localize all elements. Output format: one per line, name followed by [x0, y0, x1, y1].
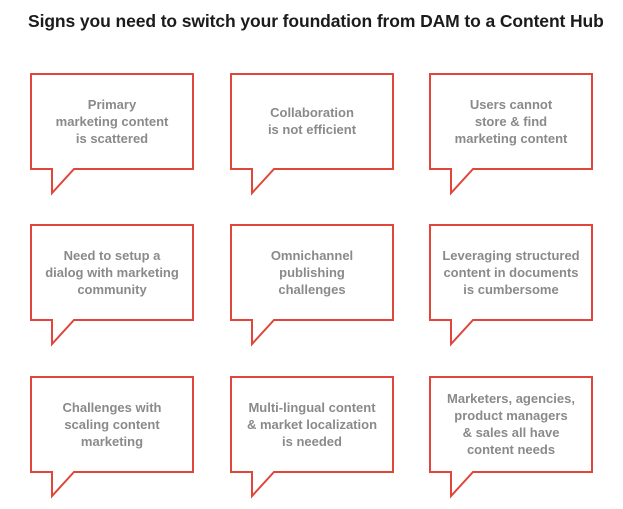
bubble-text: Omnichannel publishing challenges	[270, 247, 354, 297]
speech-bubble-7: Challenges with scaling content marketin…	[30, 376, 194, 499]
speech-bubble-3: Users cannot store & find marketing cont…	[429, 73, 593, 196]
speech-bubble-shape	[30, 376, 194, 499]
bubble-text: Multi-lingual content & market localizat…	[246, 399, 378, 449]
speech-bubble-shape	[429, 376, 593, 499]
speech-bubble-8: Multi-lingual content & market localizat…	[230, 376, 394, 499]
speech-bubble-shape	[429, 224, 593, 347]
speech-bubble-shape	[30, 73, 194, 196]
bubble-text: Users cannot store & find marketing cont…	[454, 96, 568, 146]
page-title: Signs you need to switch your foundation…	[28, 11, 604, 31]
bubble-text: Challenges with scaling content marketin…	[62, 399, 162, 449]
bubble-text: Need to setup a dialog with marketing co…	[45, 247, 179, 297]
bubble-text: Marketers, agencies, product managers & …	[447, 391, 575, 457]
speech-bubble-1: Primary marketing content is scattered	[30, 73, 194, 196]
bubble-text: Leveraging structured content in documen…	[442, 247, 580, 297]
speech-bubble-shape	[230, 376, 394, 499]
speech-bubble-6: Leveraging structured content in documen…	[429, 224, 593, 347]
speech-bubble-4: Need to setup a dialog with marketing co…	[30, 224, 194, 347]
speech-bubble-shape	[230, 224, 394, 347]
speech-bubble-9: Marketers, agencies, product managers & …	[429, 376, 593, 499]
speech-bubble-shape	[230, 73, 394, 196]
bubble-text: Collaboration is not efficient	[267, 105, 357, 137]
speech-bubble-shape	[30, 224, 194, 347]
bubble-text: Primary marketing content is scattered	[55, 96, 169, 146]
speech-bubble-shape	[429, 73, 593, 196]
speech-bubble-5: Omnichannel publishing challenges	[230, 224, 394, 347]
speech-bubble-2: Collaboration is not efficient	[230, 73, 394, 196]
